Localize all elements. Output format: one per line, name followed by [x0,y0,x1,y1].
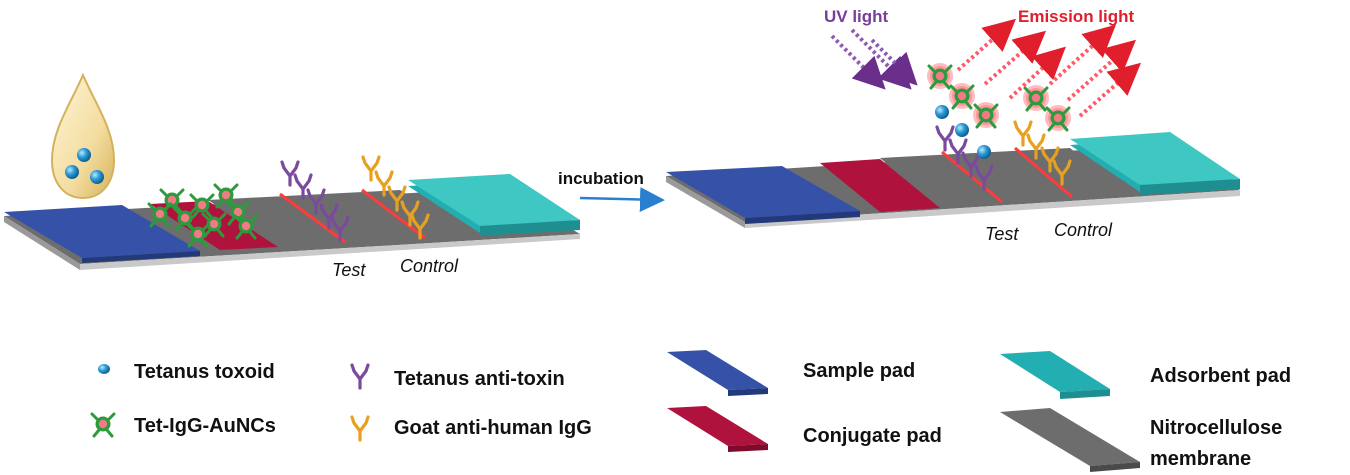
legend-toxoid-label: Tetanus toxoid [134,361,275,383]
legend-adsorbent-pad: Adsorbent pad [1000,351,1291,399]
legend-conjugate-pad: Conjugate pad [667,406,942,452]
sample-pad-swatch [667,350,768,390]
incubation-label: incubation [558,169,644,188]
legend-conjugate: Tet-IgG-AuNCs [90,412,276,438]
nitrocellulose-swatch [1000,408,1140,466]
legend-adsorbent-pad-label: Adsorbent pad [1150,365,1291,387]
legend-sample-pad: Sample pad [667,350,915,396]
sample-pad-right [666,166,860,218]
nitrocellulose-left [208,190,470,246]
emission-light-label: Emission light [1018,7,1135,26]
legend-goat-igg-label: Goat anti-human IgG [394,417,592,439]
test-label-right: Test [985,224,1019,244]
legend-conjugate-label: Tet-IgG-AuNCs [134,415,276,437]
legend-nitrocellulose-label-1: Nitrocellulose [1150,417,1282,439]
test-label-left: Test [332,260,366,280]
legend-sample-pad-label: Sample pad [803,360,915,382]
uv-light-label: UV light [824,7,889,26]
legend-toxoid: Tetanus toxoid [98,361,275,383]
legend: Tetanus toxoid Tet-IgG-AuNCs Tetanus ant… [90,350,1291,472]
legend-antitoxin: Tetanus anti-toxin [350,363,565,390]
legend-antitoxin-label: Tetanus anti-toxin [394,368,565,390]
test-line-left [279,192,346,244]
control-line-left [361,188,426,240]
antibody-y-orange-icon [350,415,370,442]
gold-nanocluster-conjugate-icon [90,412,116,438]
strip-before-incubation: Test Control [4,72,580,280]
control-label-left: Control [400,256,459,276]
conjugate-pad-right [820,159,940,212]
arrow-right-icon [579,187,665,212]
conjugate-pad-swatch [667,406,768,446]
sample-droplet-icon [50,72,116,200]
strip-after-incubation: UV light Emission light Test Control [666,7,1240,244]
incubation-arrow: incubation [558,169,665,212]
legend-conjugate-pad-label: Conjugate pad [803,425,942,447]
emission-light-arrows [956,18,1142,118]
control-label-right: Control [1054,220,1113,240]
legend-nitrocellulose-label-2: membrane [1150,448,1251,470]
adsorbent-pad-swatch [1000,351,1110,392]
control-line-right [1014,146,1073,199]
sample-pad-left [4,205,200,258]
toxoid-sphere-icon [98,364,110,374]
legend-nitrocellulose: Nitrocellulose membrane [1000,408,1282,472]
legend-goat-igg: Goat anti-human IgG [350,415,592,442]
uv-light-arrows [830,28,918,90]
antibody-y-purple-icon [350,363,370,390]
